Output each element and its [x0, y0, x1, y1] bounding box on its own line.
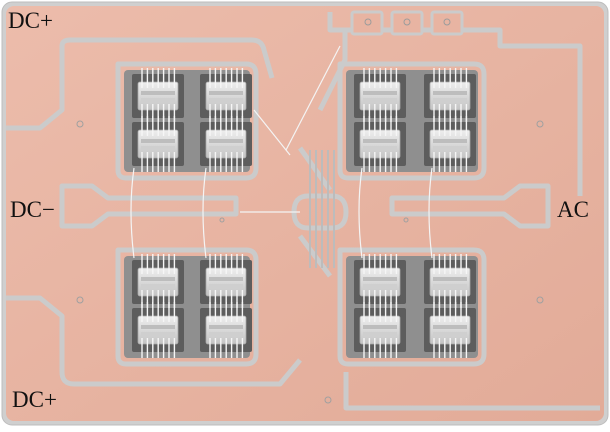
power-chip-module: [200, 68, 252, 124]
power-chip-module: [354, 302, 406, 358]
power-chip-array: [132, 68, 476, 358]
via-dots: [76, 120, 544, 404]
gate-pads: [350, 10, 464, 36]
bond-wires: [130, 45, 433, 259]
center-busbar: [309, 150, 335, 268]
power-chip-module: [354, 68, 406, 124]
terminal-label-dc-plus-top: DC+: [8, 8, 53, 33]
power-chip-module: [424, 116, 476, 172]
power-chip-module: [132, 302, 184, 358]
terminal-label-dc-plus-bottom: DC+: [12, 387, 57, 412]
power-chip-module: [200, 254, 252, 310]
power-chip-module: [132, 116, 184, 172]
power-chip-module: [424, 302, 476, 358]
gate-pad-holes: [364, 18, 451, 26]
power-chip-module: [200, 116, 252, 172]
power-chip-module: [354, 116, 406, 172]
copper-layer: [6, 6, 604, 421]
terminal-label-ac: AC: [557, 197, 589, 222]
power-chip-module: [424, 68, 476, 124]
power-chip-module: [132, 254, 184, 310]
terminal-label-dc-minus: DC−: [10, 197, 55, 222]
power-chip-module: [354, 254, 406, 310]
power-chip-module: [200, 302, 252, 358]
power-chip-module: [132, 68, 184, 124]
power-chip-module: [424, 254, 476, 310]
